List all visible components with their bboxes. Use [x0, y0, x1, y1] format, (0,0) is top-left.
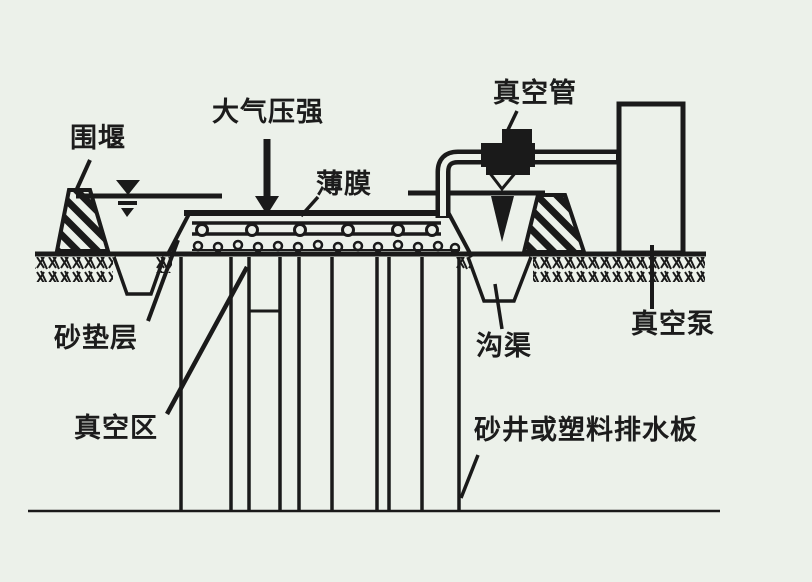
label-ditch: 沟渠 [476, 331, 532, 362]
vacuum-pipe-run [435, 129, 618, 218]
vacuum-pump-box [616, 101, 686, 256]
vertical-drains [179, 257, 461, 510]
leader-vacuum-zone [165, 265, 249, 416]
left-ditch-shape [112, 256, 166, 296]
label-vacuum-zone: 真空区 [74, 413, 158, 444]
label-vacuum-pipe: 真空管 [493, 78, 577, 109]
sand-cushion-mound [165, 210, 474, 258]
leader-membrane [299, 195, 320, 218]
leader-cofferdam [74, 159, 92, 192]
leader-lines [74, 110, 654, 499]
right-cofferdam-shape [521, 193, 587, 254]
leader-vertical-drain [459, 454, 480, 499]
pipe-valve-body [481, 143, 535, 167]
right-ditch-shape [466, 256, 533, 303]
drain-pipe-holes [195, 223, 439, 237]
ground-hatch-left [35, 257, 113, 282]
label-vertical-drain: 砂井或塑料排水板 [474, 415, 698, 446]
ground-surface [35, 251, 706, 282]
label-sand-cushion: 砂垫层 [54, 323, 138, 354]
pipe-valve-top [502, 129, 532, 145]
left-cofferdam-shape [54, 188, 111, 253]
label-vacuum-pump: 真空泵 [631, 309, 715, 340]
left-water-level [76, 180, 222, 217]
leader-sand-cushion [146, 239, 180, 322]
atmospheric-pressure-arrow [255, 139, 279, 215]
label-cofferdam: 围堰 [70, 123, 126, 154]
label-atmospheric-pressure: 大气压强 [212, 97, 324, 128]
leader-ditch [493, 283, 504, 330]
pipe-valve-bottom [486, 165, 530, 175]
leader-vacuum-pipe [503, 110, 519, 137]
label-membrane: 薄膜 [316, 169, 372, 200]
ground-hatch-right [533, 257, 705, 282]
gravel-texture [192, 239, 461, 254]
